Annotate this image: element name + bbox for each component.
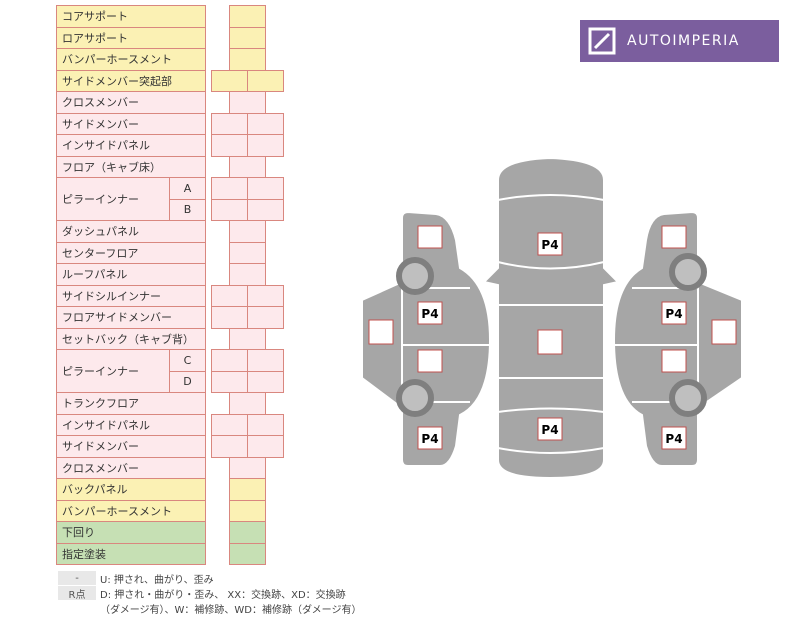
p4-mark: P4 (541, 423, 558, 437)
inspection-box (661, 225, 687, 249)
autoimperia-logo: AUTOIMPERIA (580, 20, 779, 62)
inspection-box (537, 417, 563, 441)
inspection-box (417, 301, 443, 325)
legend-text-d-cont: （ダメージ有）、W：補修跡、WD：補修跡（ダメージ有） (100, 605, 362, 616)
table-row-label: インサイドパネル (56, 134, 206, 157)
left-front-wheel (396, 257, 434, 295)
inspection-box (417, 225, 443, 249)
table-row-sublabel: A (169, 177, 206, 200)
table-row-label: サイドメンバー突起部 (56, 69, 206, 92)
table-row-label: センターフロア (56, 241, 206, 264)
inspection-box (417, 426, 443, 450)
p4-mark: P4 (665, 307, 682, 321)
inspection-box (661, 301, 687, 325)
p4-mark: P4 (421, 307, 438, 321)
table-row-label: バンパーホースメント (56, 499, 206, 522)
top-body (481, 156, 621, 480)
inspection-box (537, 329, 563, 355)
autoimperia-logo-icon (587, 26, 617, 56)
p4-mark: P4 (421, 432, 438, 446)
table-row-sublabel: C (169, 349, 206, 372)
table-cell (229, 542, 266, 565)
inspection-box (711, 319, 737, 345)
table-row-label: クロスメンバー (56, 456, 206, 479)
p4-mark: P4 (541, 238, 558, 252)
inspection-box (368, 319, 394, 345)
right-rear-wheel (669, 379, 707, 417)
table-row-label: フロアサイドメンバー (56, 306, 206, 329)
legend-text-u: U: 押され、曲がり、歪み (100, 575, 214, 586)
left-rear-wheel (396, 379, 434, 417)
table-row-label: サイドメンバー (56, 112, 206, 135)
inspection-box (661, 426, 687, 450)
legend-key-r: R点 (58, 586, 96, 601)
table-row-label: バンパーホースメント (56, 48, 206, 71)
inspection-box (661, 349, 687, 373)
table-row-label: ピラーインナー (56, 177, 170, 221)
inspection-box (417, 349, 443, 373)
table-row-label: サイドシルインナー (56, 284, 206, 307)
logo-text: AUTOIMPERIA (627, 33, 740, 49)
legend-key-dash: - (58, 571, 96, 585)
inspection-box (537, 232, 563, 256)
table-row-label: バックパネル (56, 478, 206, 501)
p4-mark: P4 (665, 432, 682, 446)
legend-text-d: D: 押され・曲がり・歪み、 XX：交換跡、XD：交換跡 (100, 590, 346, 601)
table-row-label: ピラーインナー (56, 349, 170, 393)
table-row-label: フロア（キャブ床） (56, 155, 206, 178)
top-view (481, 156, 621, 480)
table-row-label: クロスメンバー (56, 91, 206, 114)
right-front-wheel (669, 253, 707, 291)
table-row-label: 指定塗装 (56, 542, 206, 565)
